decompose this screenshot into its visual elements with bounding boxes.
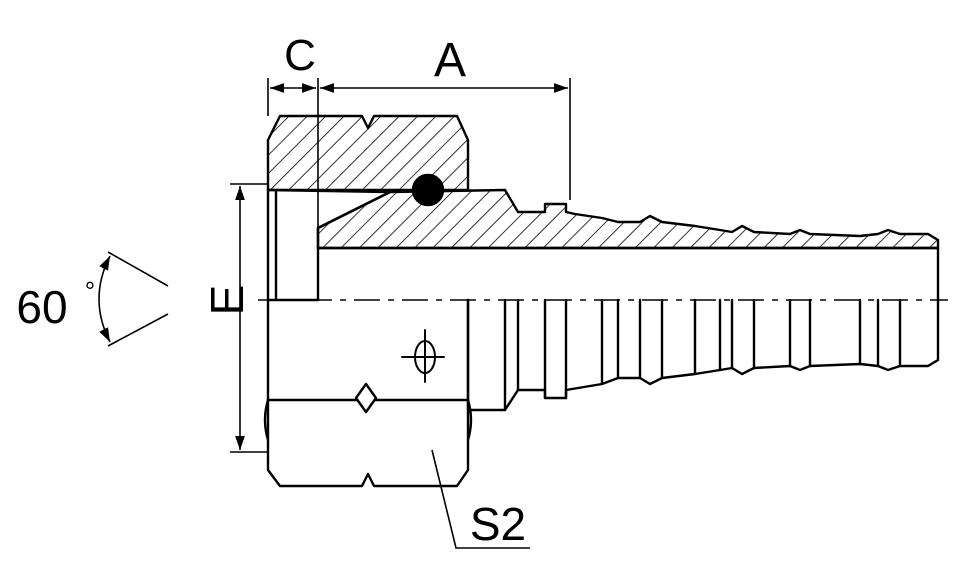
barb-lines	[503, 298, 902, 412]
angle-value: 60	[16, 281, 67, 333]
hole-symbol	[401, 329, 445, 383]
angle-line-top	[107, 251, 169, 287]
angle-degree-symbol: °	[85, 276, 95, 306]
nut-notch	[354, 382, 378, 414]
dim-label-a: A	[434, 34, 466, 87]
dim-label-e: E	[201, 285, 253, 316]
hex-edge-left	[263, 398, 270, 442]
angle-line-bottom	[107, 313, 169, 347]
nut-outline-lower	[266, 298, 470, 488]
body-outline-lower	[466, 246, 940, 412]
dim-label-c: C	[284, 31, 316, 80]
s2-leader-line	[431, 449, 530, 549]
angle-arc	[98, 255, 111, 343]
body-section	[316, 188, 940, 250]
o-ring	[411, 173, 445, 207]
dim-label-s2: S2	[470, 498, 526, 550]
nut-face-seat	[266, 188, 392, 302]
